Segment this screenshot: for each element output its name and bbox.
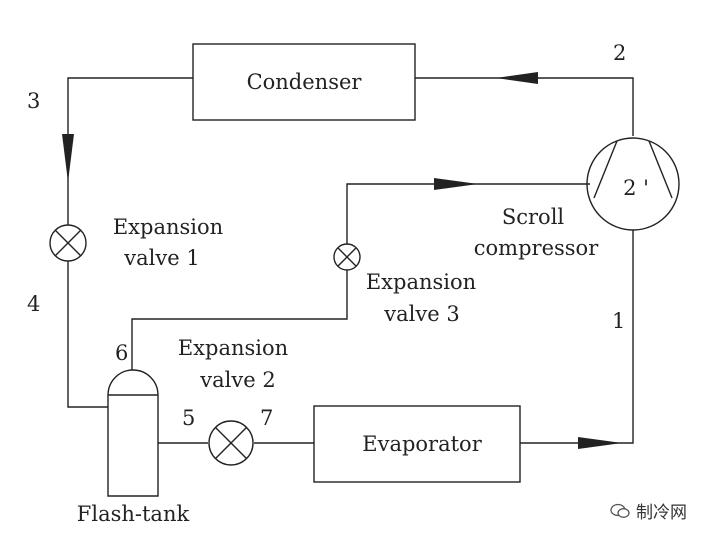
compressor-label-line2: compressor: [474, 236, 599, 260]
evaporator-box: [313, 405, 521, 483]
state-point-7: 7: [260, 406, 273, 430]
state-point-3: 3: [27, 89, 40, 113]
watermark: 制冷网: [610, 498, 687, 523]
state-point-2: 2: [613, 41, 626, 65]
evaporator-label: Evaporator: [362, 432, 482, 456]
expansion-valve-1-icon: [49, 224, 87, 262]
compressor-port-label: 2 ': [623, 176, 649, 200]
expansion-valve-1-label-line1: Expansion: [113, 215, 223, 239]
expansion-valve-1-label-line2: valve 1: [123, 246, 199, 270]
pipe-condenser-outlet: [67, 77, 193, 408]
state-point-4: 4: [27, 292, 40, 316]
condenser-label: Condenser: [247, 70, 363, 94]
compressor-label-line1: Scroll: [502, 205, 565, 229]
state-point-5: 5: [182, 406, 195, 430]
expansion-valve-3-label-line2: valve 3: [383, 302, 459, 326]
state-point-6: 6: [115, 341, 128, 365]
expansion-valve-3-icon: [333, 243, 361, 271]
expansion-valve-3-label-line1: Expansion: [366, 270, 476, 294]
arrow-right-icon: [578, 437, 622, 449]
pipe-flash-vapor: [131, 183, 590, 370]
condenser-box: [192, 43, 416, 121]
pipe-evaporator-outlet: [520, 230, 634, 444]
expansion-valve-2-label-line2: valve 2: [199, 368, 275, 392]
wechat-icon: [610, 503, 630, 518]
arrow-left-icon: [496, 72, 538, 84]
pipe-compressor-discharge: [415, 77, 634, 136]
expansion-valve-2-label-line1: Expansion: [178, 336, 288, 360]
flash-tank-label: Flash-tank: [77, 502, 190, 526]
state-point-1: 1: [612, 309, 625, 333]
flash-tank-icon: [107, 369, 159, 497]
arrow-right-icon: [434, 178, 478, 190]
arrow-down-icon: [62, 134, 74, 182]
compressor-icon: [586, 137, 680, 231]
watermark-text: 制冷网: [636, 503, 687, 523]
expansion-valve-2-icon: [208, 420, 254, 466]
flow-arrows: [62, 72, 622, 449]
